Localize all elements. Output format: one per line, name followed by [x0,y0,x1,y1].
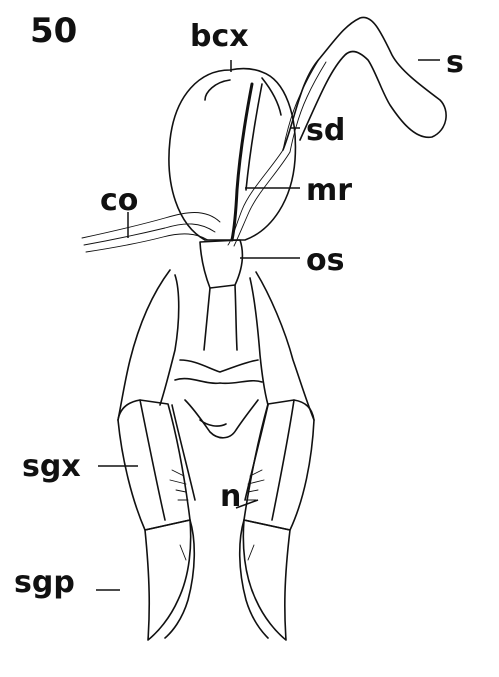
left-subgenital-sclerite [118,400,190,530]
figure-number: 50 [30,11,77,51]
label-sgx: sgx [22,449,81,484]
label-co: co [100,183,138,218]
right-subgenital-process [240,520,290,640]
ostium [200,240,242,350]
leader-lines [96,60,440,590]
label-mr: mr [306,173,352,208]
genital-plates [118,270,314,500]
right-subgenital-sclerite [244,400,314,530]
label-bcx: bcx [190,19,249,54]
bursa-copulatrix [169,69,295,240]
copulatory-duct [82,213,220,253]
left-subgenital-process [145,520,194,640]
label-os: os [306,243,344,278]
spermathecal-duct [228,58,326,246]
label-sd: sd [306,113,345,148]
label-sgp: sgp [14,565,75,600]
label-n: n [220,479,241,514]
label-s: s [446,45,464,80]
